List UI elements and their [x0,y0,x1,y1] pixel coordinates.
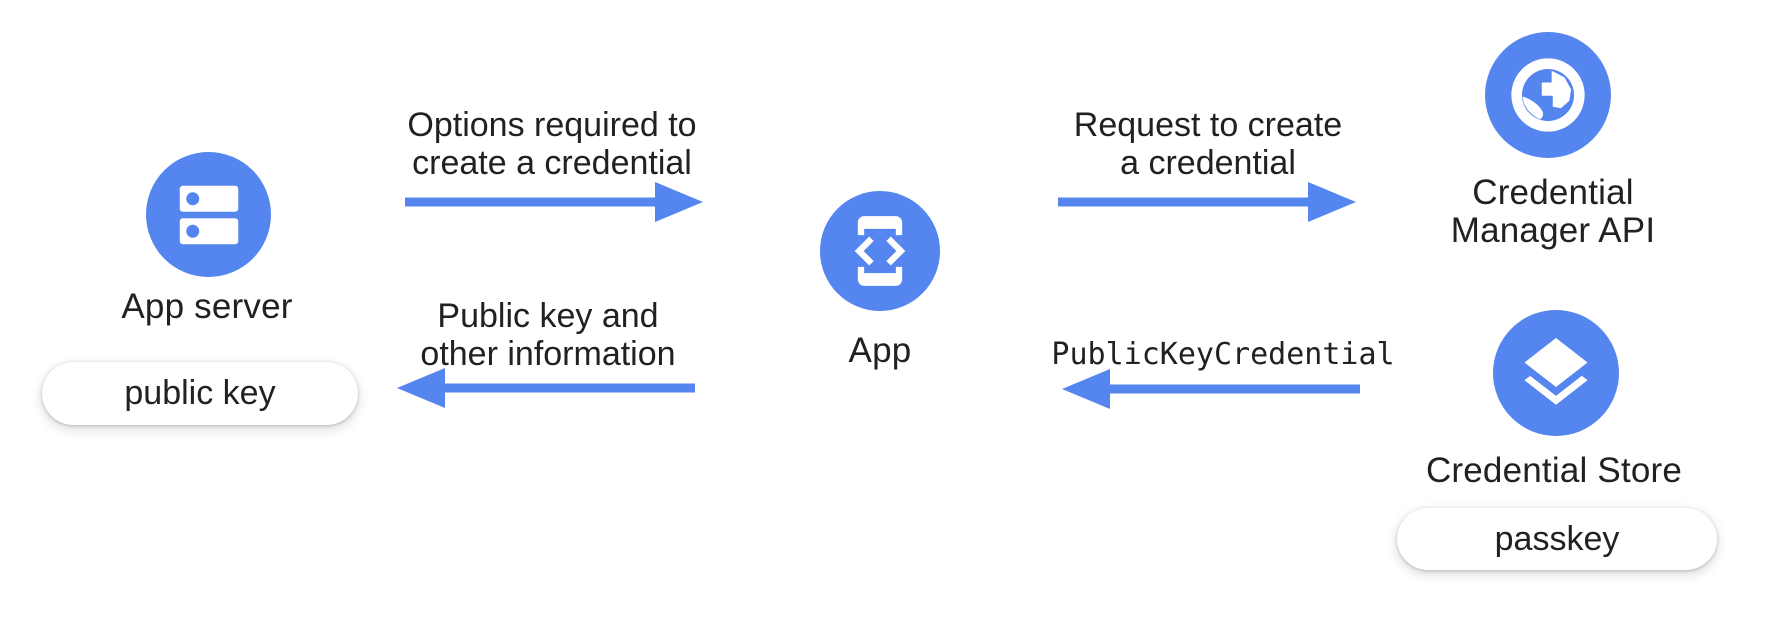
app-badge [820,191,940,311]
app-server-badge [146,152,271,277]
public-key-pill: public key [42,362,358,425]
arrow-right-request [1058,182,1356,222]
arrow-left-publickeycredential [1062,369,1360,409]
arrow-label-public-key-info-line1: Public key and [437,297,659,335]
arrow-right-options [405,182,703,222]
app-server-label: App server [121,287,293,326]
globe-icon [1511,58,1585,132]
credential-manager-label-line2: Manager API [1450,211,1656,250]
phone-code-icon [854,216,906,286]
app-label: App [848,331,912,370]
server-icon [179,185,238,244]
layers-icon [1524,338,1588,405]
arrow-label-public-key-info: Public key and other information [398,297,698,373]
arrow-label-request: Request to create a credential [1058,106,1358,182]
passkey-pill-label: passkey [1494,519,1620,558]
arrow-label-options-line2: create a credential [412,144,692,182]
arrow-left-public-key-info [397,368,695,408]
credential-manager-label: Credential Manager API [1398,174,1708,250]
arrow-label-request-line2: a credential [1120,144,1296,182]
credential-manager-label-line1: Credential [1472,173,1634,212]
arrow-label-request-line1: Request to create [1073,106,1343,144]
arrow-label-options-line1: Options required to [407,106,697,144]
public-key-pill-label: public key [124,374,276,412]
passkey-pill: passkey [1397,508,1717,570]
arrow-label-options: Options required to create a credential [397,106,707,182]
credential-store-label: Credential Store [1425,451,1683,490]
arrow-label-public-key-info-line2: other information [420,335,676,373]
arrow-label-publickeycredential: PublicKeyCredential [1051,337,1395,372]
credential-manager-badge [1485,32,1611,158]
credential-store-badge [1493,310,1619,436]
